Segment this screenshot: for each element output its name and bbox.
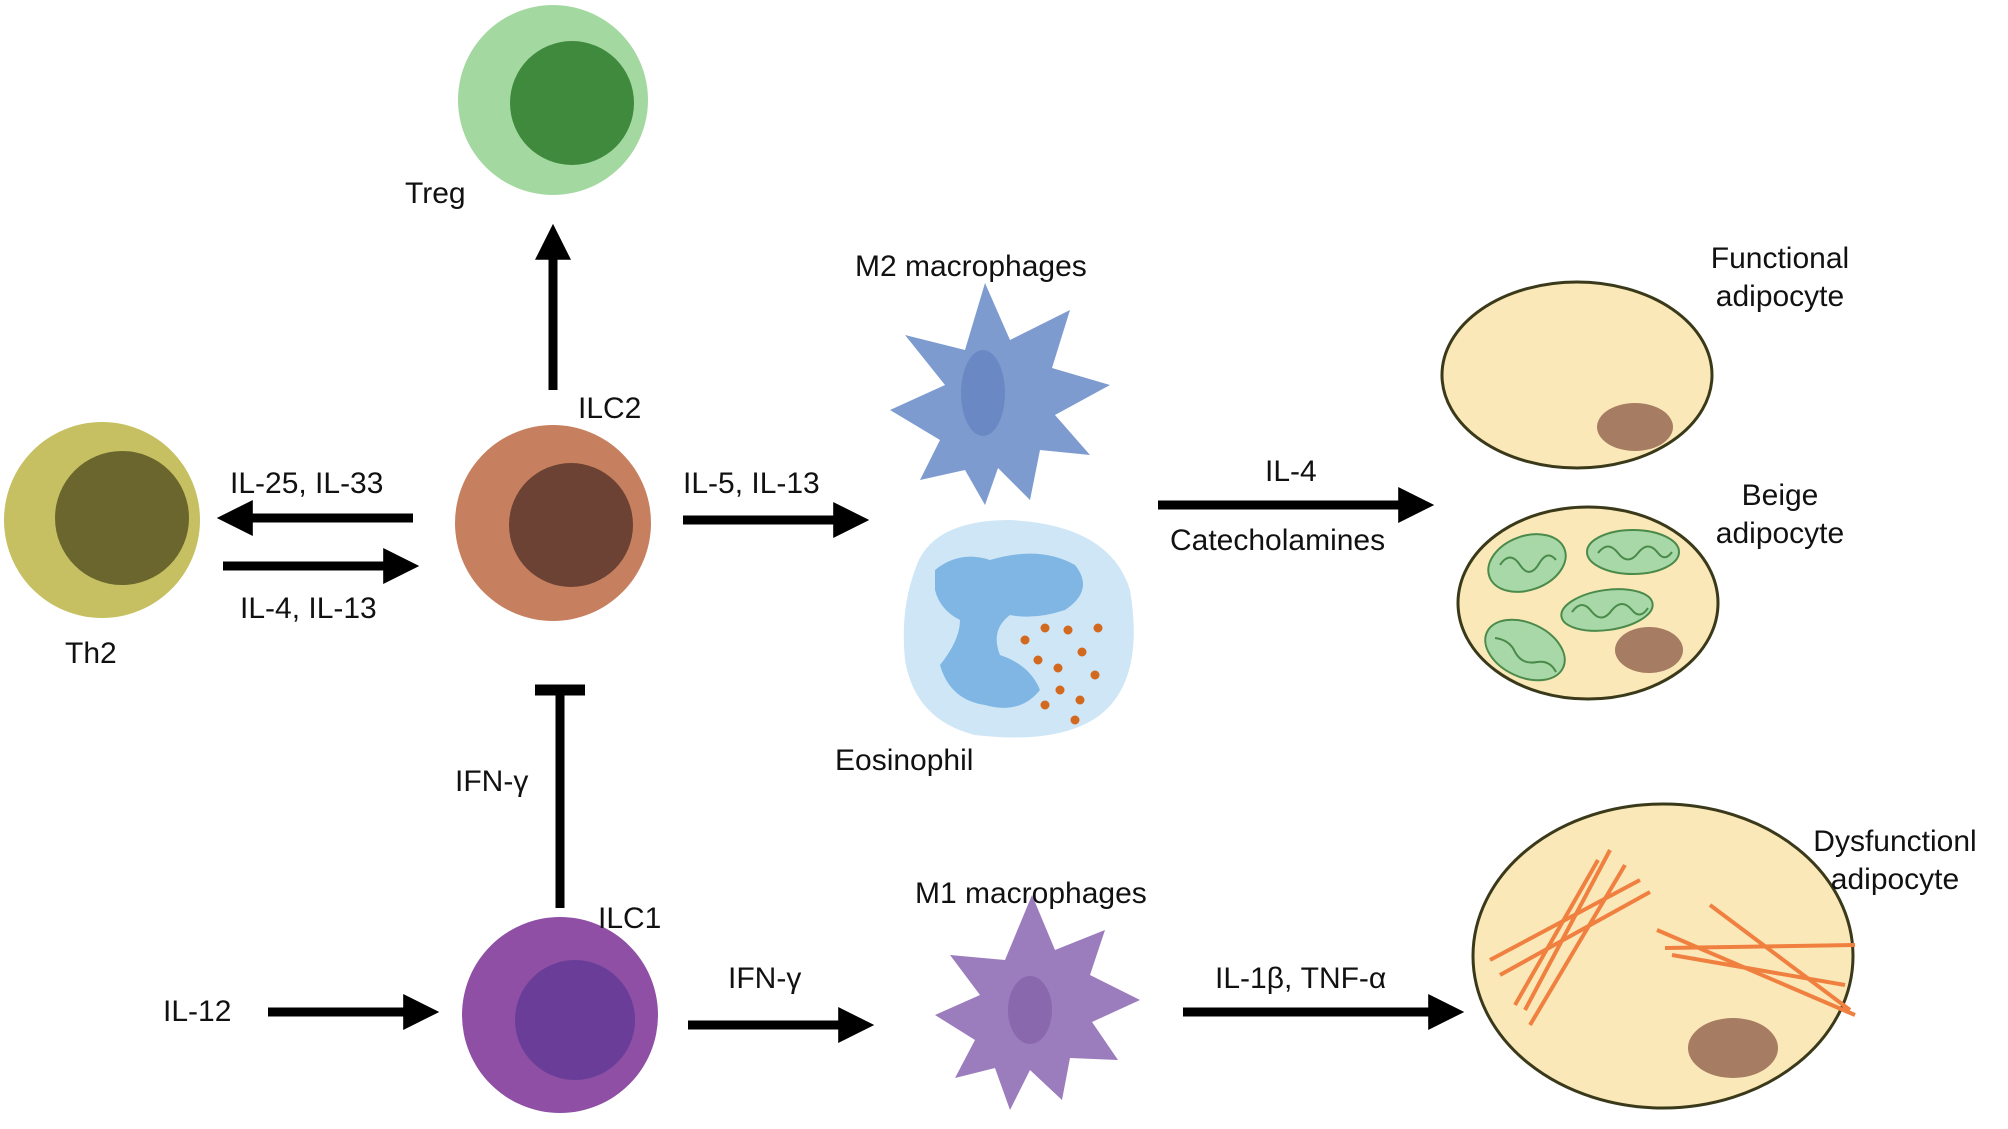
mitochondrion bbox=[1586, 529, 1680, 575]
label-treg: Treg bbox=[405, 177, 466, 210]
eosinophil bbox=[903, 520, 1134, 738]
label-beige-line1: Beige bbox=[1741, 479, 1819, 512]
label-dysfunctional-adipocyte: Dysfunctionl adipocyte bbox=[1805, 823, 1985, 898]
label-functional-line1: Functional bbox=[1710, 242, 1850, 275]
functional-adipocyte bbox=[1440, 280, 1714, 470]
label-m2-macrophages: M2 macrophages bbox=[855, 250, 1087, 283]
signal-il1b-tnfa: IL-1β, TNF-α bbox=[1215, 962, 1387, 995]
dysfunctional-adipocyte bbox=[1471, 802, 1856, 1110]
label-dysfunctional-line2: adipocyte bbox=[1830, 862, 1960, 896]
label-ilc2: ILC2 bbox=[578, 392, 642, 425]
fibrosis-fibers bbox=[1489, 849, 1856, 1027]
beige-adipocyte bbox=[1456, 505, 1720, 701]
label-m1-macrophages: M1 macrophages bbox=[915, 877, 1147, 910]
label-functional-line2: adipocyte bbox=[1715, 279, 1845, 313]
label-functional-adipocyte: Functional adipocyte bbox=[1690, 240, 1870, 315]
signal-il5-il13: IL-5, IL-13 bbox=[683, 467, 820, 500]
mitochondrion bbox=[1487, 533, 1567, 593]
signal-il4: IL-4 bbox=[1265, 455, 1317, 488]
ilc1-cell bbox=[462, 917, 658, 1113]
m1-macrophage bbox=[935, 895, 1140, 1110]
treg-cell bbox=[458, 5, 648, 195]
mitochondrion bbox=[1484, 618, 1566, 682]
th2-cell bbox=[4, 422, 200, 618]
signal-ifng-m1: IFN-γ bbox=[728, 962, 802, 995]
label-th2: Th2 bbox=[65, 637, 117, 670]
signal-il25-il33: IL-25, IL-33 bbox=[230, 467, 384, 500]
signal-catecholamines: Catecholamines bbox=[1170, 524, 1386, 557]
label-dysfunctional-line1: Dysfunctionl bbox=[1813, 825, 1977, 858]
signal-il4-il13: IL-4, IL-13 bbox=[240, 592, 377, 625]
label-ilc1: ILC1 bbox=[598, 902, 662, 935]
label-beige-line2: adipocyte bbox=[1715, 516, 1845, 550]
signal-il12: IL-12 bbox=[163, 995, 232, 1028]
ilc2-cell bbox=[455, 425, 651, 621]
eosinophil-granules bbox=[1020, 623, 1103, 725]
label-beige-adipocyte: Beige adipocyte bbox=[1690, 477, 1870, 552]
label-eosinophil: Eosinophil bbox=[835, 744, 974, 777]
mitochondrion bbox=[1560, 588, 1654, 632]
m2-macrophage bbox=[890, 283, 1110, 505]
signal-ifng-inhibition: IFN-γ bbox=[455, 765, 529, 798]
